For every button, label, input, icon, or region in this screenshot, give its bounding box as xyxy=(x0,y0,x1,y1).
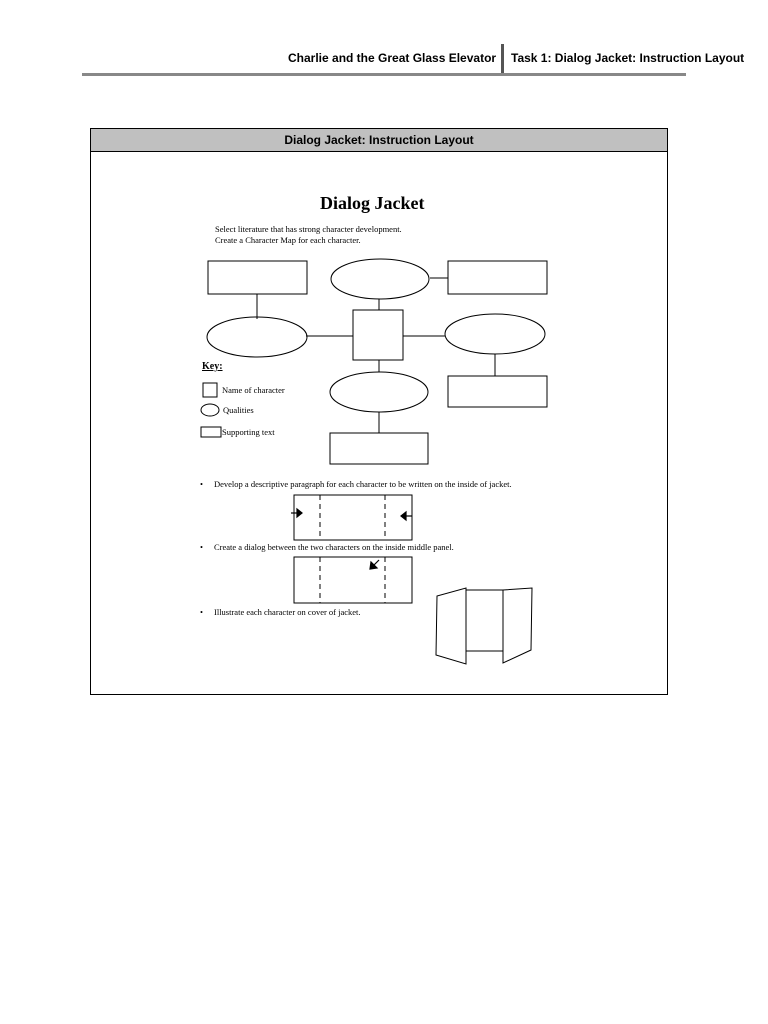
arrowhead-icon xyxy=(400,510,407,522)
frame-heading: Dialog Jacket: Instruction Layout xyxy=(91,129,667,152)
jacket-right-flap xyxy=(502,587,533,664)
supporting-text-box xyxy=(447,375,548,408)
key-ellipse-symbol xyxy=(200,403,220,417)
bullet-icon: • xyxy=(200,479,203,489)
qualities-ellipse xyxy=(329,371,429,413)
step-text: Illustrate each character on cover of ja… xyxy=(214,607,361,617)
key-rect-symbol xyxy=(200,426,222,438)
qualities-ellipse xyxy=(444,313,546,355)
jacket-left-flap xyxy=(435,587,467,665)
book-title: Charlie and the Great Glass Elevator xyxy=(288,51,497,65)
bullet-icon: • xyxy=(200,542,203,552)
supporting-text-box xyxy=(447,260,548,295)
step-item: • Develop a descriptive paragraph for eac… xyxy=(200,479,512,489)
step-item: • Create a dialog between the two charact… xyxy=(200,542,454,552)
key-square-symbol xyxy=(202,382,218,398)
bullet-icon: • xyxy=(200,607,203,617)
key-supporting-text: Supporting text xyxy=(222,427,275,437)
task-title: Task 1: Dialog Jacket: Instruction Layou… xyxy=(511,51,745,65)
arrowhead-icon xyxy=(296,507,303,519)
header-rule xyxy=(82,73,686,76)
character-name-square xyxy=(352,309,404,361)
key-name-of-character: Name of character xyxy=(222,385,285,395)
qualities-ellipse xyxy=(206,316,308,358)
intro-line: Select literature that has strong charac… xyxy=(215,224,402,234)
key-qualities: Qualities xyxy=(223,405,254,415)
intro-text: Select literature that has strong charac… xyxy=(215,224,402,246)
instruction-frame: Dialog Jacket: Instruction Layout xyxy=(90,128,668,695)
intro-line: Create a Character Map for each characte… xyxy=(215,235,361,245)
key-title: Key: xyxy=(202,361,223,372)
supporting-text-box xyxy=(329,432,429,465)
step-item: • Illustrate each character on cover of j… xyxy=(200,607,361,617)
document-title: Dialog Jacket xyxy=(320,193,425,213)
jacket-panel-middle xyxy=(293,556,413,604)
arrowhead-icon xyxy=(369,560,379,570)
step-text: Develop a descriptive paragraph for each… xyxy=(214,479,512,489)
jacket-panel-inside xyxy=(293,494,413,541)
qualities-ellipse xyxy=(330,258,430,300)
header-separator xyxy=(501,44,504,74)
step-text: Create a dialog between the two characte… xyxy=(214,542,454,552)
supporting-text-box xyxy=(207,260,308,295)
